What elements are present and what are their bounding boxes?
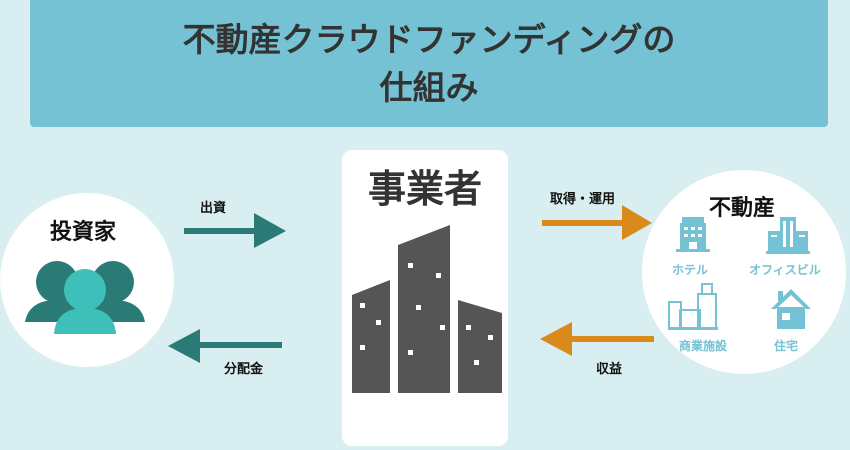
operator-label: 事業者 bbox=[367, 167, 482, 211]
office-label: オフィスビル bbox=[749, 263, 821, 277]
revenue-label: 収益 bbox=[596, 362, 623, 377]
buildings-icon bbox=[352, 225, 502, 393]
operator-card: 事業者 bbox=[342, 150, 508, 446]
hotel-label: ホテル bbox=[672, 263, 709, 277]
hotel-icon bbox=[676, 217, 710, 252]
people-icon bbox=[25, 261, 145, 334]
invest-arrow bbox=[184, 213, 286, 248]
real-estate-label: 不動産 bbox=[709, 196, 776, 221]
real-estate-circle bbox=[642, 170, 846, 374]
house-label: 住宅 bbox=[774, 339, 799, 353]
revenue-arrow bbox=[540, 322, 654, 356]
house-icon bbox=[771, 289, 811, 329]
distribution-arrow bbox=[168, 329, 282, 363]
distribution-label: 分配金 bbox=[224, 362, 264, 377]
acquire-label: 取得・運用 bbox=[550, 192, 616, 207]
investor-label: 投資家 bbox=[50, 220, 117, 245]
title-line2: 仕組み bbox=[379, 67, 479, 107]
invest-label: 出資 bbox=[200, 201, 227, 216]
title-line1: 不動産クラウドファンディングの bbox=[182, 19, 676, 59]
acquire-arrow bbox=[542, 205, 652, 240]
office-icon bbox=[766, 217, 810, 254]
commercial-label: 商業施設 bbox=[679, 339, 728, 353]
page-title: 不動産クラウドファンディングの 仕組み bbox=[30, 0, 828, 127]
commercial-icon bbox=[668, 283, 718, 330]
